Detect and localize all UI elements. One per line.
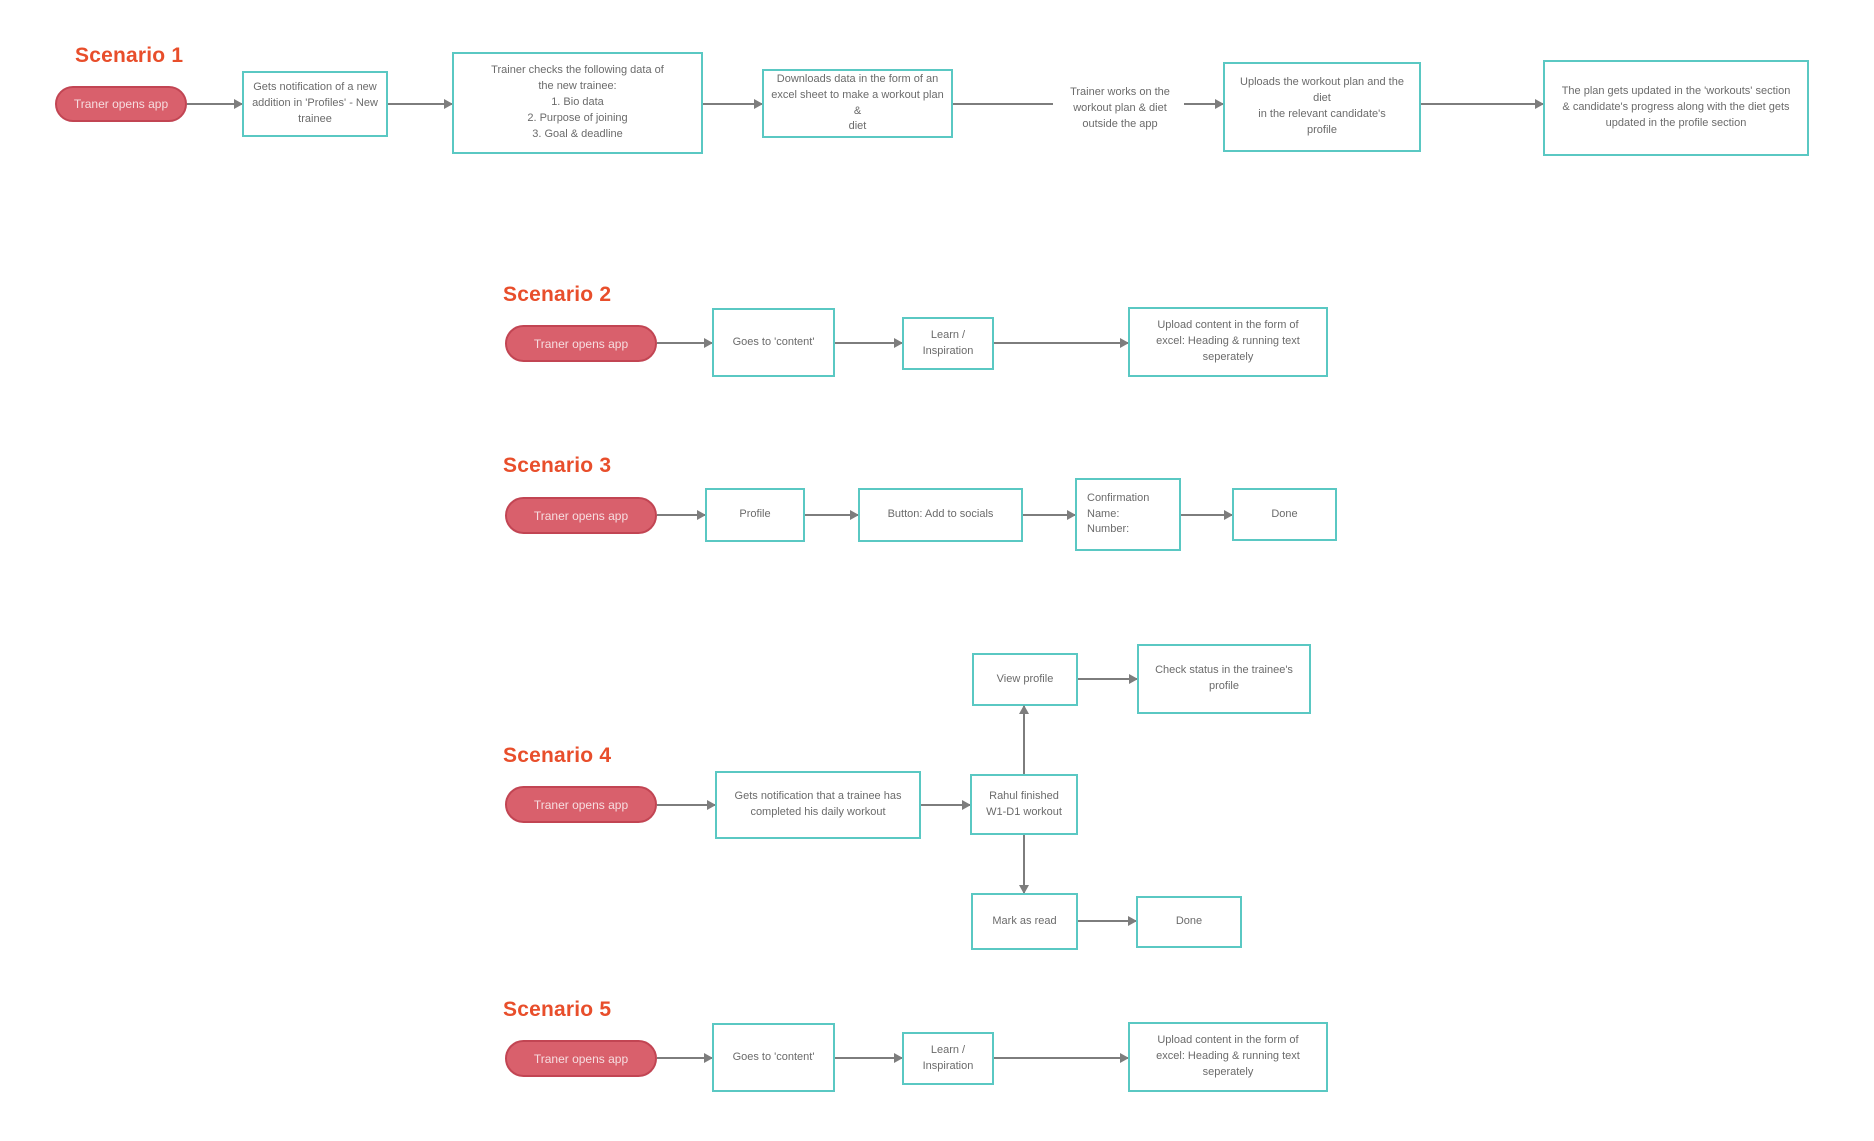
scenario4-title: Scenario 4: [503, 744, 612, 767]
scenario4-start-node[interactable]: Traner opens app: [505, 786, 657, 823]
scenario1-step-check-data[interactable]: Trainer checks the following data of the…: [452, 52, 703, 154]
flow-arrow: [921, 804, 970, 806]
scenario4-step-done[interactable]: Done: [1136, 896, 1242, 948]
scenario2-title: Scenario 2: [503, 283, 612, 306]
scenario5-step-learn[interactable]: Learn / Inspiration: [902, 1032, 994, 1085]
scenario3-step-done[interactable]: Done: [1232, 488, 1337, 541]
scenario4-step-view-profile[interactable]: View profile: [972, 653, 1078, 706]
flow-line: [953, 103, 1053, 105]
flow-arrow: [1184, 103, 1223, 105]
scenario2-step-content[interactable]: Goes to 'content': [712, 308, 835, 377]
scenario3-step-profile[interactable]: Profile: [705, 488, 805, 542]
flow-arrow: [835, 1057, 902, 1059]
flow-arrow: [1023, 514, 1075, 516]
flow-arrow: [1078, 920, 1136, 922]
flow-arrow: [805, 514, 858, 516]
scenario4-step-notification[interactable]: Gets notification that a trainee has com…: [715, 771, 921, 839]
scenario1-note-outside-app[interactable]: Trainer works on the workout plan & diet…: [1070, 86, 1170, 130]
flow-arrow: [835, 342, 902, 344]
scenario4-step-mark-read[interactable]: Mark as read: [971, 893, 1078, 950]
flow-arrow: [187, 103, 242, 105]
scenario1-step-download[interactable]: Downloads data in the form of an excel s…: [762, 69, 953, 138]
scenario3-step-add-socials[interactable]: Button: Add to socials: [858, 488, 1023, 542]
flow-arrow-down: [1023, 835, 1025, 893]
scenario2-step-upload[interactable]: Upload content in the form of excel: Hea…: [1128, 307, 1328, 377]
scenario2-start-node[interactable]: Traner opens app: [505, 325, 657, 362]
scenario4-step-check-status[interactable]: Check status in the trainee's profile: [1137, 644, 1311, 714]
flow-arrow: [994, 342, 1128, 344]
scenario5-start-node[interactable]: Traner opens app: [505, 1040, 657, 1077]
scenario1-step-updated[interactable]: The plan gets updated in the 'workouts' …: [1543, 60, 1809, 156]
flow-arrow: [703, 103, 762, 105]
scenario1-start-node[interactable]: Traner opens app: [55, 86, 187, 122]
flow-arrow: [657, 514, 705, 516]
flow-arrow-up: [1023, 706, 1025, 774]
scenario4-step-rahul[interactable]: Rahul finished W1-D1 workout: [970, 774, 1078, 835]
scenario2-step-learn[interactable]: Learn / Inspiration: [902, 317, 994, 370]
flow-arrow: [657, 342, 712, 344]
flow-arrow: [1078, 678, 1137, 680]
flow-arrow: [1421, 103, 1543, 105]
flow-arrow: [1181, 514, 1232, 516]
scenario1-step-notification[interactable]: Gets notification of a new addition in '…: [242, 71, 388, 137]
scenario5-step-content[interactable]: Goes to 'content': [712, 1023, 835, 1092]
scenario3-step-confirmation[interactable]: Confirmation Name: Number:: [1075, 478, 1181, 551]
scenario5-step-upload[interactable]: Upload content in the form of excel: Hea…: [1128, 1022, 1328, 1092]
scenario1-title: Scenario 1: [75, 44, 184, 67]
flow-arrow: [657, 1057, 712, 1059]
flow-arrow: [388, 103, 452, 105]
scenario3-start-node[interactable]: Traner opens app: [505, 497, 657, 534]
flow-arrow: [657, 804, 715, 806]
scenario5-title: Scenario 5: [503, 998, 612, 1021]
scenario1-step-upload[interactable]: Uploads the workout plan and the diet in…: [1223, 62, 1421, 152]
scenario3-title: Scenario 3: [503, 454, 612, 477]
flow-arrow: [994, 1057, 1128, 1059]
